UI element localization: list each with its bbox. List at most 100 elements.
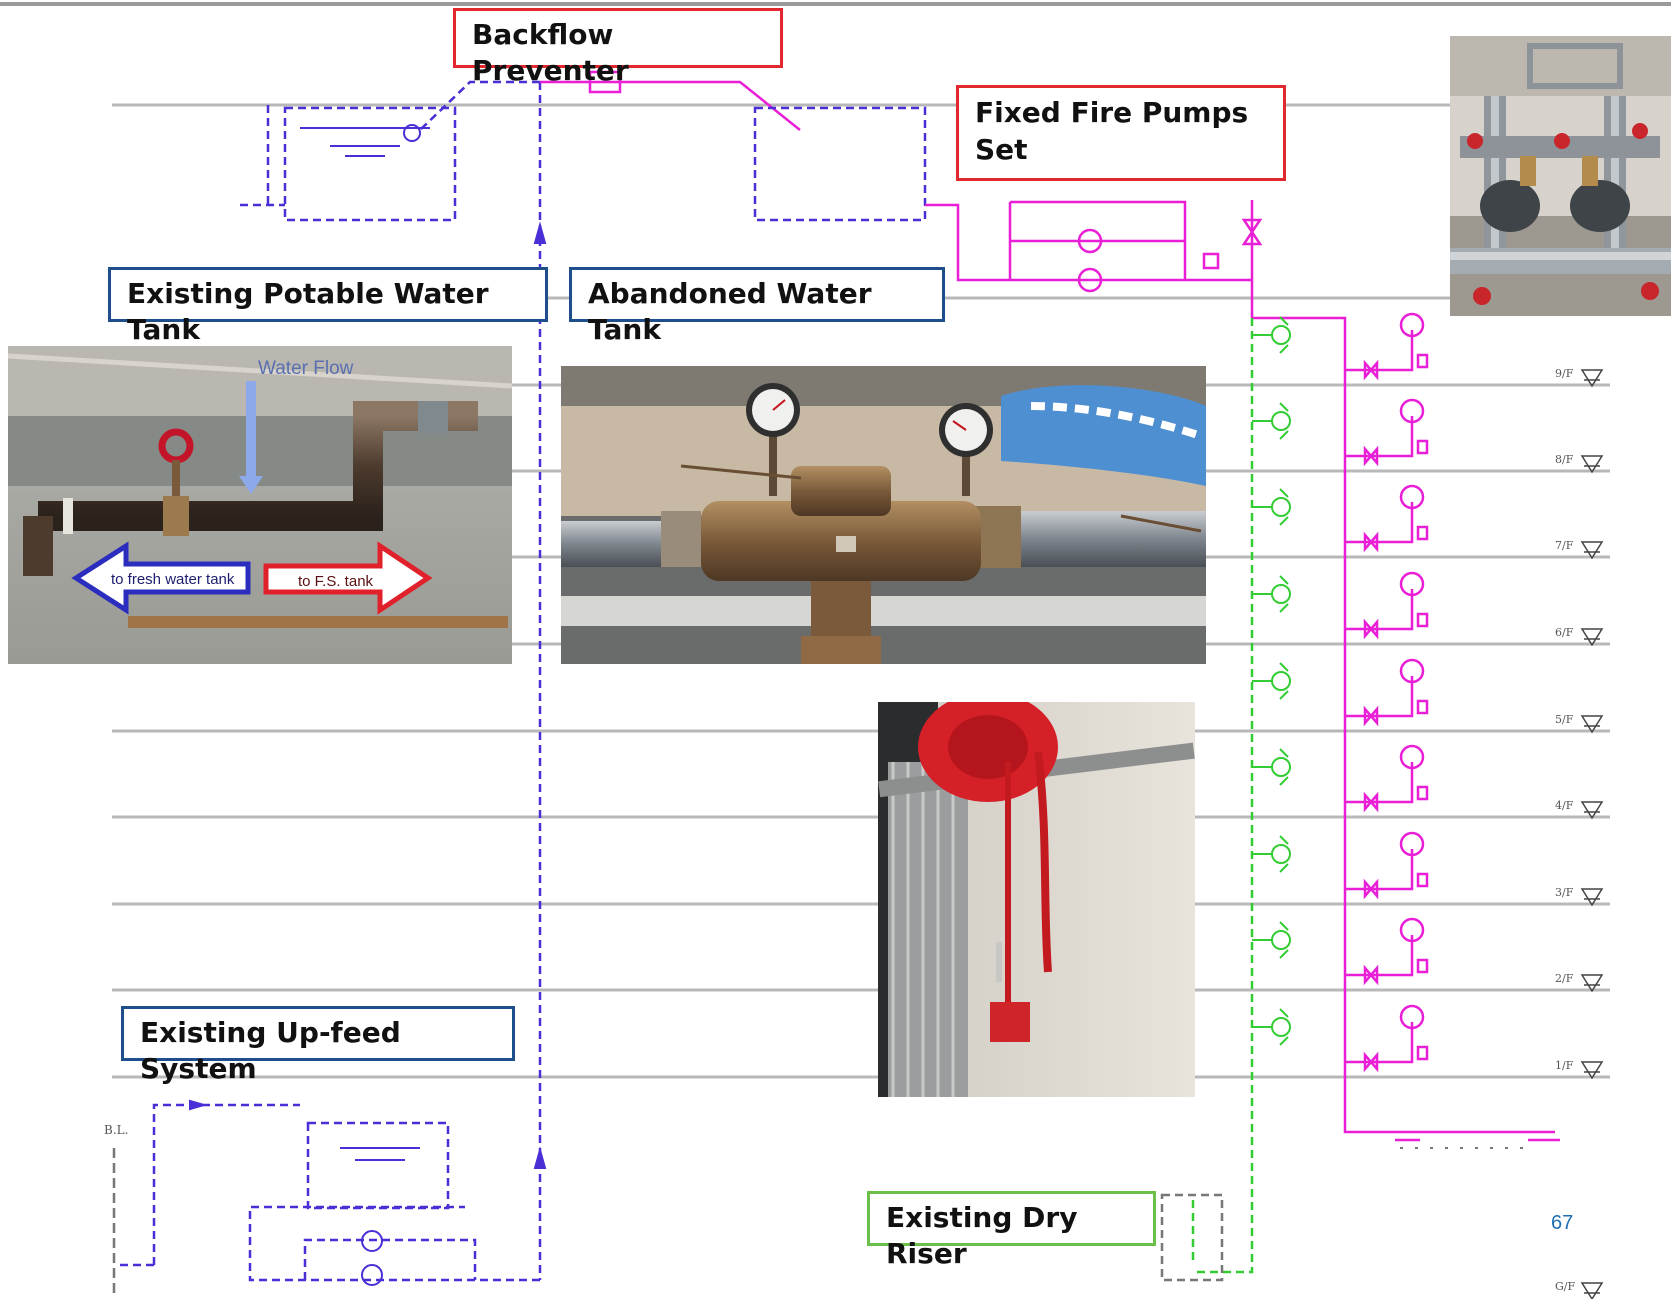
floor-label-9: 9/F xyxy=(1555,367,1574,380)
dry-riser-outlet-3f xyxy=(1252,835,1291,873)
hose-reel-nozzle-icon xyxy=(1416,439,1429,455)
dry-riser-outlet-4f xyxy=(1252,748,1291,786)
dry-riser-system xyxy=(1191,318,1254,1274)
hose-reel-pipe xyxy=(1345,935,1414,977)
floor-label-2: 2/F xyxy=(1555,972,1574,985)
level-marker-7 xyxy=(1580,541,1604,560)
to-fresh-water-tank-arrow: to fresh water tank xyxy=(71,541,251,615)
fixed-fire-pumps-image xyxy=(1450,36,1671,316)
tank-inlet-pipe xyxy=(419,80,540,131)
level-marker-1 xyxy=(1580,1061,1604,1080)
fire-service-inlet-pipe xyxy=(540,80,801,131)
landing-valve-pipe xyxy=(1252,748,1289,786)
hose-reel-8f xyxy=(1345,398,1429,467)
floor-label-8: 8/F xyxy=(1555,453,1574,466)
level-marker-6 xyxy=(1580,628,1604,647)
hose-reel-pipe xyxy=(1345,762,1414,804)
potable-water-system xyxy=(120,80,542,1282)
landing-valve-pipe xyxy=(1252,1008,1289,1046)
sump-tank-outline xyxy=(306,1121,450,1210)
floor-label-7: 7/F xyxy=(1555,539,1574,552)
hose-reel-6f xyxy=(1345,571,1429,640)
landing-valve-pipe xyxy=(1252,835,1289,873)
landing-valve-icon xyxy=(1271,671,1291,691)
hose-reel-drum-icon xyxy=(1399,398,1425,424)
dry-riser-outlet-8f xyxy=(1252,402,1291,440)
landing-valve-icon xyxy=(1271,497,1291,517)
landing-valve-pipe xyxy=(1252,662,1289,700)
backflow-preventer-icon xyxy=(588,70,622,94)
landing-valve-pipe xyxy=(1252,921,1289,959)
up-feed-pump-1-icon xyxy=(361,1230,383,1252)
dry-riser-outlet-6f xyxy=(1252,575,1291,613)
hose-reel-valve-icon xyxy=(1363,445,1379,467)
pump-bypass-pipe xyxy=(303,1238,477,1280)
hose-reel-drum-icon xyxy=(1399,917,1425,943)
hose-reel-valve-icon xyxy=(1363,705,1379,727)
hose-reel-drum-icon xyxy=(1399,484,1425,510)
dry-riser-outlet-7f xyxy=(1252,488,1291,526)
backflow-preventer-photo xyxy=(561,366,1206,664)
hose-reel-pipe xyxy=(1345,416,1414,458)
level-marker-2 xyxy=(1580,974,1604,993)
landing-valve-pipe xyxy=(1252,402,1289,440)
hose-reel-valve-icon xyxy=(1363,531,1379,553)
landing-valve-pipe xyxy=(1252,316,1289,354)
pipe-branch-photo: Water Flow to fresh water tank to F.S. t… xyxy=(8,346,512,664)
dry-riser-outlet-9f xyxy=(1252,316,1291,354)
floor-label-g: G/F xyxy=(1555,1280,1576,1293)
hose-reel-nozzle-icon xyxy=(1416,785,1429,801)
flow-arrow-upper-icon xyxy=(533,221,547,244)
level-marker-5 xyxy=(1580,715,1604,734)
hose-reel-branches xyxy=(1345,312,1429,1073)
floor-label-1: 1/F xyxy=(1555,1059,1574,1072)
floor-label-5: 5/F xyxy=(1555,713,1574,726)
landing-valve-icon xyxy=(1271,584,1291,604)
page-number: 67 xyxy=(1551,1212,1574,1234)
pipe-branch-image: Water Flow to fresh water tank to F.S. t… xyxy=(8,346,512,664)
existing-dry-riser-callout: Existing Dry Riser xyxy=(867,1191,1156,1270)
existing-potable-water-tank-label: Existing Potable Water Tank xyxy=(127,277,489,346)
landing-valve-icon xyxy=(1271,844,1291,864)
fire-pump-1-icon xyxy=(1077,228,1103,254)
hose-reel-2f xyxy=(1345,917,1429,986)
hose-reel-pipe xyxy=(1345,849,1414,891)
hose-reel-valve-icon xyxy=(1363,791,1379,813)
fire-pump-2-icon xyxy=(1077,267,1103,293)
hose-reel-nozzle-icon xyxy=(1416,958,1429,974)
town-main-inlet-pipe xyxy=(152,1103,300,1265)
hose-reel-drum-icon xyxy=(1399,658,1425,684)
potable-water-solid-details xyxy=(189,124,547,1286)
abandoned-water-tank-callout: Abandoned Water Tank xyxy=(569,267,945,346)
hose-reel-pipe xyxy=(1345,502,1414,544)
level-marker-9 xyxy=(1580,369,1604,388)
hose-reel-nozzle-icon xyxy=(1416,872,1429,888)
hose-reel-drum-icon xyxy=(1399,744,1425,770)
dry-riser-outlets xyxy=(1252,316,1291,1046)
hose-reel-pipe xyxy=(1345,676,1414,718)
up-feed-pump-loop xyxy=(248,1205,540,1282)
hose-reel-pipe xyxy=(1345,1022,1414,1064)
hose-reel-drum-icon xyxy=(1399,571,1425,597)
hose-reel-3f xyxy=(1345,831,1429,900)
landing-valve-pipe xyxy=(1252,488,1289,526)
fixed-fire-pumps-label-line1: Fixed Fire Pumps xyxy=(975,96,1249,129)
floor-label-6: 6/F xyxy=(1555,626,1574,639)
backflow-preventer-label: Backflow Preventer xyxy=(472,18,629,87)
hose-reel-valve-icon xyxy=(1363,878,1379,900)
dry-riser-outlet-5f xyxy=(1252,662,1291,700)
dry-riser-inlet-box xyxy=(1160,1193,1224,1282)
landing-valve-pipe xyxy=(1252,575,1289,613)
pressure-switch-icon xyxy=(1202,252,1220,270)
level-marker-4 xyxy=(1580,801,1604,820)
hose-reel-drum-icon xyxy=(1399,312,1425,338)
level-markers xyxy=(1580,369,1604,1299)
to-fs-tank-label: to F.S. tank xyxy=(298,573,374,590)
hose-reel-pipe xyxy=(1345,589,1414,631)
backflow-preventer-callout: Backflow Preventer xyxy=(453,8,783,87)
floor-label-4: 4/F xyxy=(1555,799,1574,812)
fire-service-system xyxy=(540,70,1560,1142)
hose-reel-drum-icon xyxy=(1399,1004,1425,1030)
landing-valve-icon xyxy=(1271,325,1291,345)
water-flow-label: Water Flow xyxy=(258,358,354,379)
